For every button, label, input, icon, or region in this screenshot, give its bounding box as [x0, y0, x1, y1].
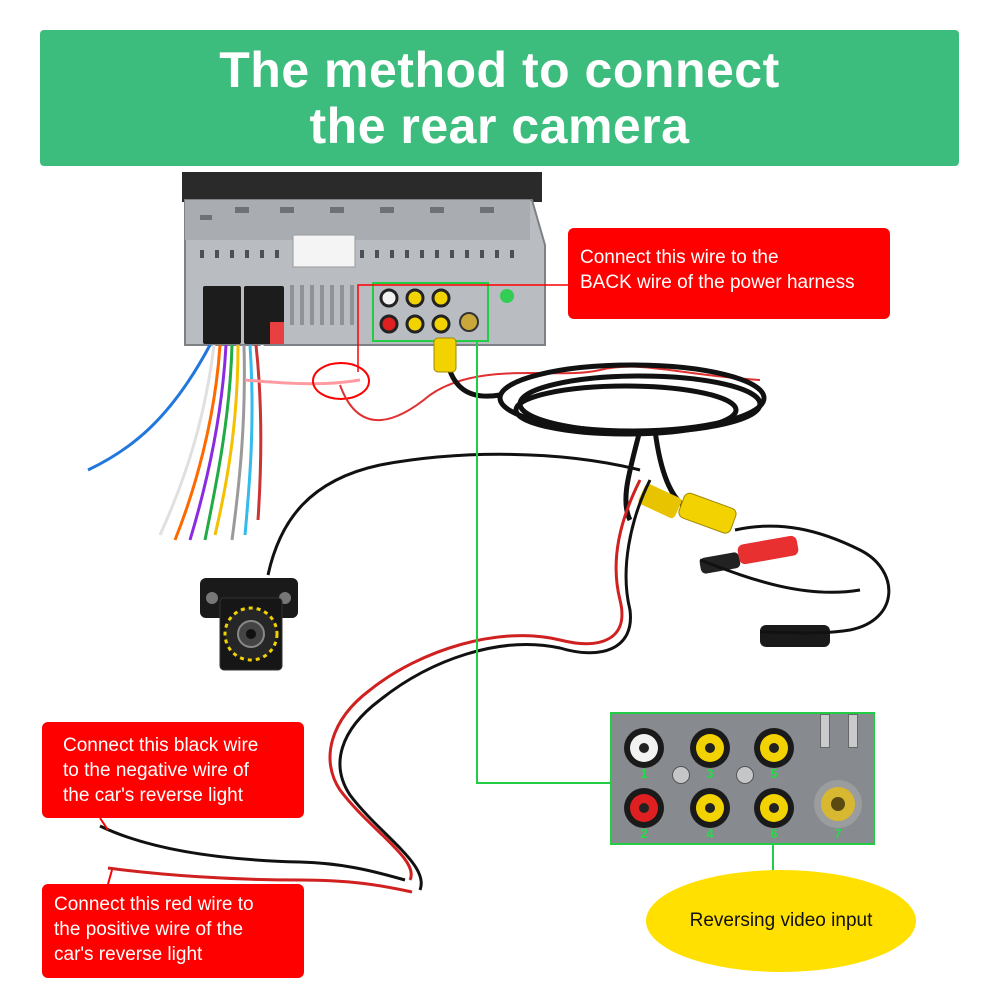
- heatsink-fins: [290, 285, 354, 325]
- port-number-6: 6: [770, 826, 778, 841]
- panel-screw-2: [736, 766, 754, 784]
- car-stereo-unit: [182, 172, 546, 346]
- red-trigger-wire: [339, 365, 761, 421]
- reversing-video-input-callout: Reversing video input: [646, 870, 916, 972]
- red-wire-callout-line-1: Connect this red wire to: [54, 894, 254, 915]
- unit-reverse-jack: [459, 312, 479, 332]
- rca-port-2: [624, 788, 664, 828]
- red-wire-callout-line-2: the positive wire of the: [54, 919, 244, 940]
- rca-port-6: [754, 788, 794, 828]
- chassis-holes: [200, 250, 514, 258]
- back-wire-highlight-circle: [312, 362, 370, 400]
- title-banner: The method to connect the rear camera: [40, 30, 959, 166]
- chassis-vents: [200, 207, 494, 220]
- rca-port-5: [754, 728, 794, 768]
- back-wire-callout-line-2: BACK wire of the power harness: [580, 272, 855, 293]
- port-number-2: 2: [640, 826, 648, 841]
- rca-highlight-box: [372, 282, 489, 342]
- panel-bracket-left: [820, 714, 830, 748]
- port-number-3: 3: [706, 766, 714, 781]
- red-wire-pointer: [107, 869, 113, 885]
- connector-red-tab: [270, 322, 284, 344]
- rca-port-4: [690, 788, 730, 828]
- unit-rca-yellow-1: [405, 288, 425, 308]
- unit-rca-yellow-3: [405, 314, 425, 334]
- stereo-faceplate: [182, 172, 542, 202]
- unit-rca-red: [379, 314, 399, 334]
- port-number-5: 5: [770, 766, 778, 781]
- rca-port-1: [624, 728, 664, 768]
- rear-camera: [200, 578, 298, 671]
- power-harness-wires: [87, 344, 361, 541]
- stereo-label-sticker: [292, 234, 356, 268]
- black-wire-callout-line-2: to the negative wire of: [63, 760, 249, 781]
- stereo-top-panel: [185, 200, 530, 240]
- black-wire-callout-line-3: the car's reverse light: [63, 785, 243, 806]
- unit-rca-white: [379, 288, 399, 308]
- black-wire-pointer: [99, 817, 109, 831]
- rca-port-7-reverse-input: [814, 780, 862, 828]
- unit-rca-yellow-4: [431, 314, 451, 334]
- unit-green-led: [500, 289, 514, 303]
- rca-port-3: [690, 728, 730, 768]
- panel-bracket-right: [848, 714, 858, 748]
- black-wire-callout: Connect this black wire to the negative …: [42, 722, 304, 818]
- port-number-4: 4: [706, 826, 714, 841]
- title-line-1: The method to connect: [219, 42, 780, 98]
- title-line-2: the rear camera: [309, 98, 690, 154]
- extension-connectors: [638, 483, 830, 647]
- extension-cable-coil: [442, 349, 767, 522]
- rca-detail-pointer: [476, 341, 610, 784]
- iso-connector-left: [203, 286, 241, 344]
- back-wire-callout-line-1: Connect this wire to the: [580, 247, 779, 268]
- back-wire-pointer-line: [357, 284, 568, 372]
- back-wire-callout: Connect this wire to the BACK wire of th…: [568, 228, 890, 319]
- yellow-rca-plug-unit: [433, 337, 457, 373]
- unit-rca-yellow-2: [431, 288, 451, 308]
- camera-cable: [99, 452, 891, 894]
- port-number-7: 7: [834, 826, 842, 841]
- black-wire-callout-line-1: Connect this black wire: [63, 735, 259, 756]
- panel-screw-1: [672, 766, 690, 784]
- rca-port-detail-panel: 1 2 3 4 5 6 7: [610, 712, 875, 845]
- red-wire-callout: Connect this red wire to the positive wi…: [42, 884, 304, 978]
- port-number-1: 1: [640, 766, 648, 781]
- red-wire-callout-line-3: car's reverse light: [54, 944, 203, 965]
